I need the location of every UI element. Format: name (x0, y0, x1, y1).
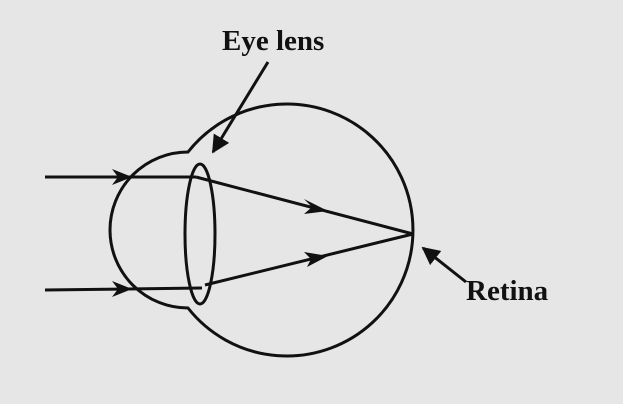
lower-refracted-ray (204, 232, 414, 287)
eye-lens (183, 162, 217, 306)
lower-refracted-arrowhead (304, 252, 328, 267)
upper-refracted-arrowhead (304, 199, 328, 214)
retina-pointer (421, 246, 467, 284)
eye-lens-pointer (211, 61, 270, 154)
eyeball-outline (108, 102, 415, 358)
eye-lens-label: Eye lens (222, 25, 324, 57)
upper-refracted-ray (195, 175, 414, 236)
retina-label: Retina (466, 275, 549, 307)
lower-incoming-arrowhead (112, 281, 132, 297)
upper-incoming-arrowhead (112, 169, 132, 185)
